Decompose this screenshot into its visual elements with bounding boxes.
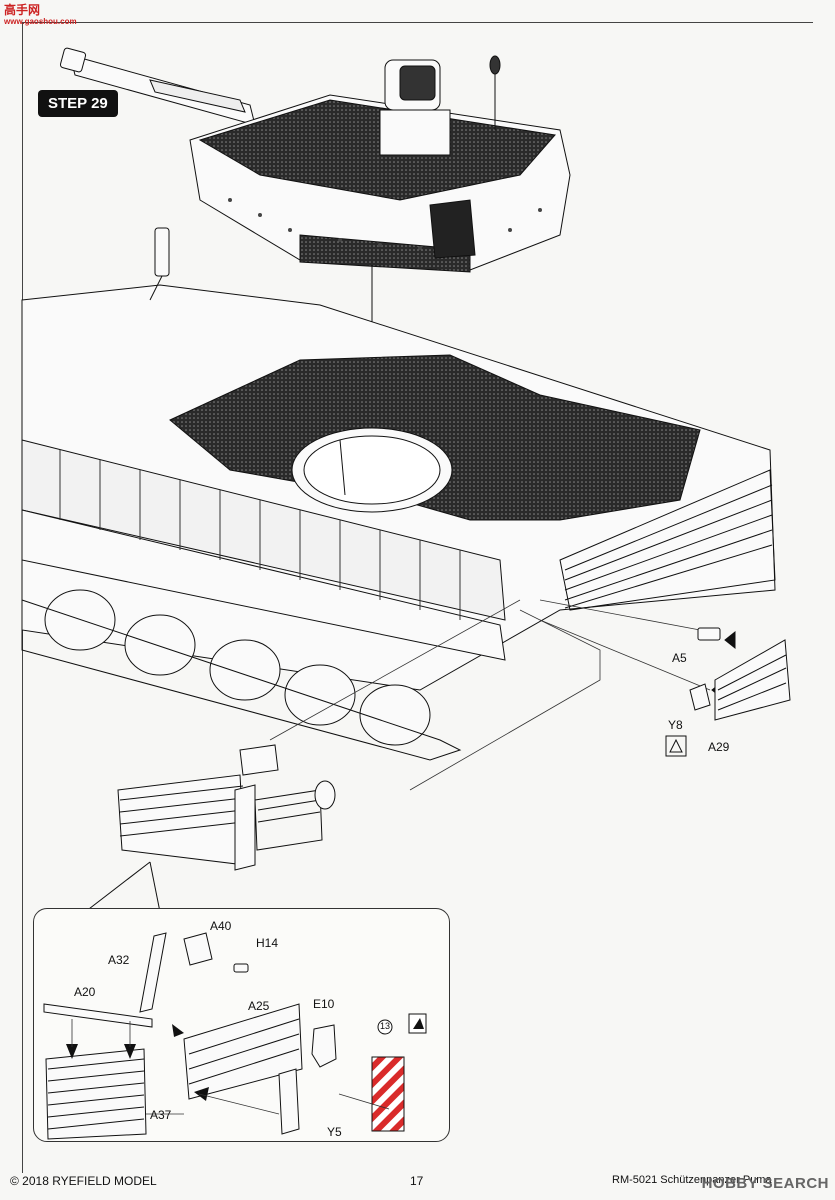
label-a40: A40 [210, 919, 232, 933]
part-y5 [278, 1068, 300, 1135]
decal-number-badge [377, 1019, 393, 1035]
inset-callout-line [84, 861, 151, 913]
part-h14 [233, 963, 249, 973]
watermark-site-name: 高手网 [4, 3, 41, 17]
part-a20 [43, 1003, 153, 1028]
turret [59, 47, 571, 273]
part-a40 [183, 932, 213, 966]
part-a5 [697, 627, 736, 650]
label-h14: H14 [256, 936, 279, 950]
hull [21, 227, 776, 761]
label-e10: E10 [313, 997, 335, 1011]
footer-page-number: 17 [410, 1174, 424, 1188]
label-decal-number: 13 [380, 1021, 391, 1031]
label-y8: Y8 [668, 718, 683, 732]
label-y5: Y5 [327, 1125, 342, 1139]
inset-callout-line-2 [149, 861, 161, 913]
footer-product-code: RM-5021 Schützenpanzer Puma [612, 1174, 772, 1186]
part-a29 [714, 639, 791, 721]
part-e10 [311, 1024, 337, 1068]
label-a37: A37 [150, 1108, 172, 1122]
watermark-url: www.gaoshou.com [4, 17, 77, 26]
watermark-logo: 高手网 www.gaoshou.com [4, 4, 77, 28]
label-a25: A25 [248, 999, 270, 1013]
assembly-leader-lines [269, 599, 711, 791]
label-a29: A29 [708, 740, 730, 754]
hobby-search-watermark: HOBBY SEARCH [701, 1175, 829, 1192]
part-a25 [183, 1003, 303, 1100]
glue-symbol [665, 735, 687, 757]
label-a20: A20 [74, 985, 96, 999]
warning-stripe-decal [371, 1056, 405, 1132]
slat-armour-assembly [117, 744, 336, 871]
part-a37 [45, 1048, 147, 1140]
subassembly-inset: A40 H14 A32 A20 A25 E10 A37 Y5 13 [33, 908, 450, 1142]
footer-copyright: © 2018 RYEFIELD MODEL [10, 1174, 157, 1188]
part-a32 [139, 932, 167, 1013]
label-a5: A5 [672, 651, 687, 665]
subassembly-drawing [43, 932, 427, 1140]
label-a32: A32 [108, 953, 130, 967]
step-badge: STEP 29 [38, 90, 118, 117]
